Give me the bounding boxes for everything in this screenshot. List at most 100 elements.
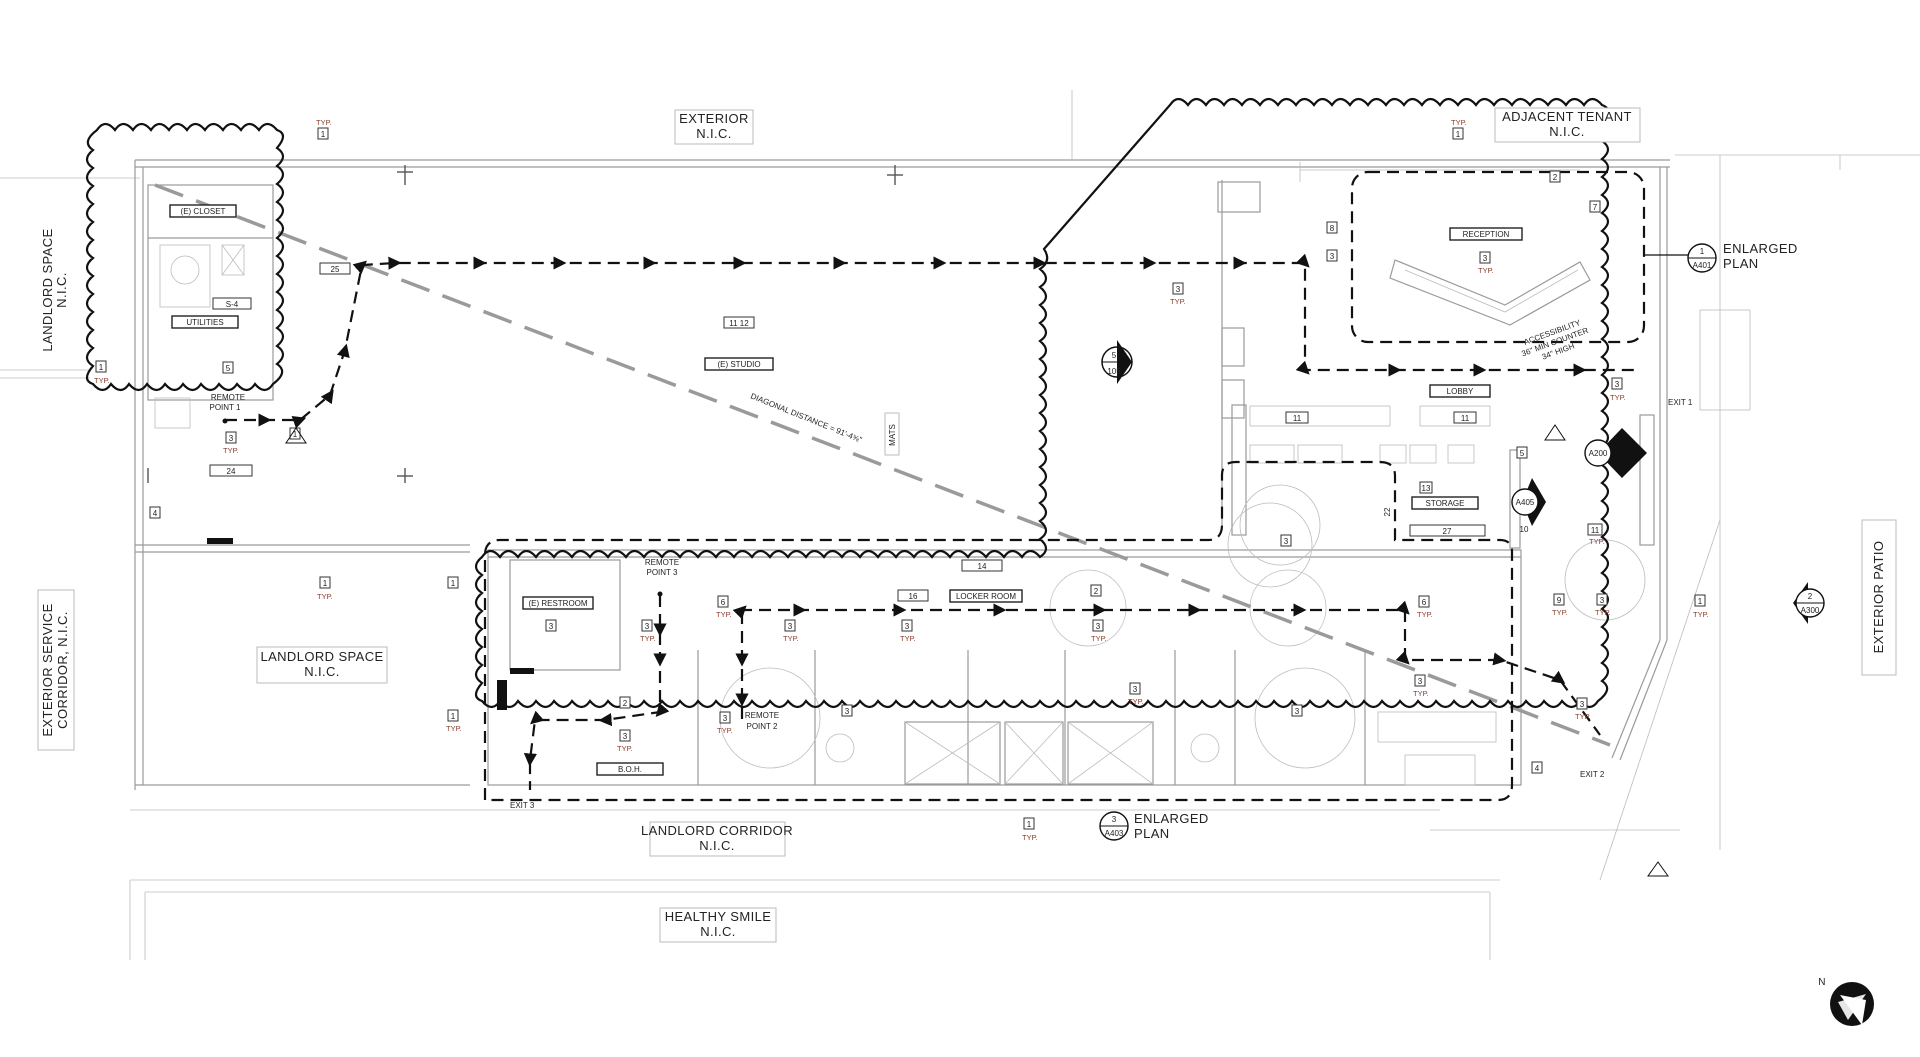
svg-text:3: 3 xyxy=(1176,285,1181,294)
svg-text:3: 3 xyxy=(1284,537,1289,546)
svg-text:3: 3 xyxy=(1615,380,1620,389)
room-reception: RECEPTION xyxy=(1449,227,1523,241)
svg-text:2: 2 xyxy=(1808,592,1813,601)
label-adjacent-tenant: ADJACENT TENANT N.I.C. xyxy=(1494,107,1641,143)
svg-text:7: 7 xyxy=(1593,203,1598,212)
svg-text:ENLARGED: ENLARGED xyxy=(1723,241,1798,256)
svg-text:22: 22 xyxy=(1383,507,1392,516)
svg-text:1: 1 xyxy=(321,130,326,139)
svg-text:TYP.: TYP. xyxy=(617,744,633,753)
svg-text:TYP.: TYP. xyxy=(900,634,916,643)
svg-text:N.I.C.: N.I.C. xyxy=(304,664,340,679)
svg-text:TYP.: TYP. xyxy=(1417,610,1433,619)
svg-text:TYP.: TYP. xyxy=(1128,697,1144,706)
note-exit-2: EXIT 2 xyxy=(1580,770,1605,779)
svg-text:EXTERIOR: EXTERIOR xyxy=(679,111,749,126)
svg-text:N.I.C.: N.I.C. xyxy=(696,126,732,141)
tag-10: 10 xyxy=(1520,525,1529,534)
svg-text:TYP.: TYP. xyxy=(1595,608,1611,617)
room-restroom: (E) RESTROOM xyxy=(522,596,594,610)
svg-text:105: 105 xyxy=(1107,367,1121,376)
svg-text:N.I.C.: N.I.C. xyxy=(54,272,69,308)
note-diagonal-distance: DIAGONAL DISTANCE = 91'-4⅝" xyxy=(749,392,863,445)
svg-text:N: N xyxy=(1818,977,1826,988)
svg-text:27: 27 xyxy=(1443,527,1452,536)
svg-text:3: 3 xyxy=(1483,254,1488,263)
room-utilities: UTILITIES xyxy=(171,315,239,329)
tag-11-a: 11 xyxy=(1285,411,1309,424)
svg-text:TYP.: TYP. xyxy=(1451,118,1467,127)
tag-8: 8 xyxy=(1326,221,1338,234)
label-exterior: EXTERIOR N.I.C. xyxy=(674,109,754,145)
room-tags: (E) CLOSET UTILITIES (E) STUDIO RECEPTIO… xyxy=(169,204,1523,776)
tag-5-utilities: 5 xyxy=(222,361,234,374)
svg-text:(E) STUDIO: (E) STUDIO xyxy=(717,360,760,369)
section-markers: 5 105 A200 A405 1 A401 3 A403 xyxy=(1099,243,1825,841)
tag-s4: S-4 xyxy=(212,297,252,310)
svg-text:10: 10 xyxy=(1520,525,1529,534)
svg-text:4: 4 xyxy=(153,509,158,518)
svg-text:S-4: S-4 xyxy=(226,300,239,309)
svg-text:TYP.: TYP. xyxy=(1552,608,1568,617)
svg-text:5: 5 xyxy=(226,364,231,373)
svg-text:PLAN: PLAN xyxy=(1134,826,1170,841)
svg-text:11: 11 xyxy=(1293,414,1302,423)
label-healthy-smile: HEALTHY SMILE N.I.C. xyxy=(659,907,777,943)
tag-3-left-reception: 3 xyxy=(1326,249,1338,262)
interior-walls xyxy=(147,162,1751,786)
svg-text:1: 1 xyxy=(1027,820,1032,829)
svg-text:A200: A200 xyxy=(1589,449,1608,458)
svg-text:PLAN: PLAN xyxy=(1723,256,1759,271)
svg-text:TYP.: TYP. xyxy=(783,634,799,643)
marker-a300: 2 A300 xyxy=(1793,582,1825,624)
svg-text:13: 13 xyxy=(1422,484,1431,493)
svg-text:2: 2 xyxy=(1094,587,1099,596)
egress-paths xyxy=(225,253,1640,790)
svg-text:LANDLORD SPACE: LANDLORD SPACE xyxy=(260,649,383,664)
svg-text:TYP.: TYP. xyxy=(1022,833,1038,842)
tag-3-stall-c: 3 xyxy=(1291,704,1303,717)
marker-a403: 3 A403 xyxy=(1099,811,1129,841)
svg-text:A300: A300 xyxy=(1801,606,1820,615)
svg-text:3: 3 xyxy=(645,622,650,631)
svg-text:TYP.: TYP. xyxy=(1589,537,1605,546)
svg-text:A405: A405 xyxy=(1516,498,1535,507)
svg-text:POINT 3: POINT 3 xyxy=(647,568,679,577)
notes: REMOTE POINT 1 REMOTE POINT 3 REMOTE POI… xyxy=(210,241,1798,841)
context-walls xyxy=(0,90,1920,960)
svg-text:N.I.C.: N.I.C. xyxy=(699,838,735,853)
svg-text:REMOTE: REMOTE xyxy=(745,711,779,720)
tag-7: 7 xyxy=(1589,200,1601,213)
svg-text:3: 3 xyxy=(1133,685,1138,694)
svg-text:4: 4 xyxy=(1535,764,1540,773)
note-enlarged-plan-1: ENLARGED PLAN xyxy=(1723,241,1798,271)
svg-text:3: 3 xyxy=(1600,596,1605,605)
tag-2-top: 2 xyxy=(1549,170,1561,183)
tag-22: 22 xyxy=(1383,507,1392,516)
tag-24: 24 xyxy=(209,464,253,477)
room-boh: B.O.H. xyxy=(596,762,664,776)
svg-text:REMOTE: REMOTE xyxy=(211,393,245,402)
svg-text:POINT 2: POINT 2 xyxy=(747,722,779,731)
tag-3-storage: 3 xyxy=(1280,534,1292,547)
tag-11-b: 11 xyxy=(1453,411,1477,424)
svg-text:UTILITIES: UTILITIES xyxy=(186,318,223,327)
label-exterior-service: EXTERIOR SERVICE CORRIDOR, N.I.C. xyxy=(37,589,75,751)
note-mats: MATS xyxy=(884,412,900,456)
svg-text:3: 3 xyxy=(229,434,234,443)
context-labels: EXTERIOR N.I.C. ADJACENT TENANT N.I.C. L… xyxy=(37,107,1897,943)
